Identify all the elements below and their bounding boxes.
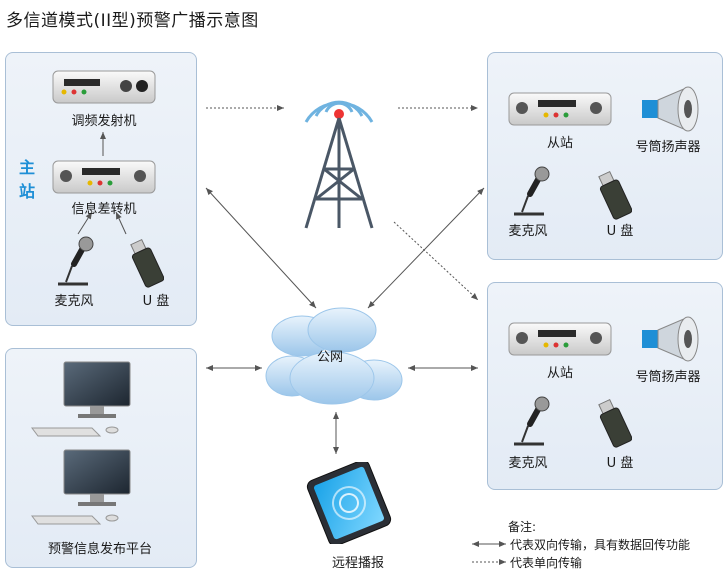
slave-top-usb-icon bbox=[598, 170, 632, 220]
slave-station-top-panel bbox=[487, 52, 723, 260]
converter-device-icon bbox=[52, 160, 156, 194]
main-usb-label: U 盘 bbox=[142, 294, 170, 309]
main-usb-icon bbox=[130, 238, 164, 288]
transmitter-label: 调频发射机 bbox=[71, 114, 137, 129]
slave-bottom-usb-icon bbox=[598, 398, 632, 448]
main-station-char-1: 主 bbox=[18, 158, 35, 177]
slave-bottom-device-icon bbox=[508, 322, 612, 356]
slave-bottom-mic-label: 麦克风 bbox=[508, 456, 548, 471]
arrow-mic-converter bbox=[77, 211, 93, 235]
legend-oneway-text: 代表单向传输 bbox=[510, 556, 583, 570]
arrow-usb-converter bbox=[115, 211, 127, 235]
twoway-line-main-cloud bbox=[205, 187, 317, 309]
broadcast-tower-icon bbox=[304, 100, 374, 229]
slave-bottom-horn-label: 号筒扬声器 bbox=[635, 370, 701, 385]
slave-top-horn-label: 号筒扬声器 bbox=[635, 140, 701, 155]
public-network-label: 公网 bbox=[316, 350, 344, 365]
smartphone-icon bbox=[306, 462, 392, 544]
legend-heading: 备注: bbox=[508, 520, 537, 534]
phone-label: 远程播报 bbox=[331, 556, 385, 571]
main-mic-label: 麦克风 bbox=[54, 294, 94, 309]
slave-top-station-label: 从站 bbox=[546, 136, 574, 151]
slave-top-mic-label: 麦克风 bbox=[508, 224, 548, 239]
public-network-cloud-icon bbox=[265, 307, 403, 405]
legend-twoway-text: 代表双向传输，具有数据回传功能 bbox=[510, 538, 691, 552]
main-mic-icon bbox=[58, 236, 94, 286]
twoway-line-slave-top-cloud bbox=[367, 187, 485, 309]
main-station-side-label: 主 站 bbox=[17, 156, 37, 204]
oneway-line-tower-slave-bottom bbox=[393, 221, 479, 301]
slave-top-horn-icon bbox=[642, 86, 699, 132]
slave-bottom-station-label: 从站 bbox=[546, 366, 574, 381]
platform-label: 预警信息发布平台 bbox=[47, 542, 153, 557]
slave-station-bottom-panel bbox=[487, 282, 723, 490]
slave-top-usb-label: U 盘 bbox=[606, 224, 634, 239]
diagram-title: 多信道模式(II型)预警广播示意图 bbox=[6, 11, 259, 31]
slave-top-mic-icon bbox=[514, 166, 550, 216]
slave-top-device-icon bbox=[508, 92, 612, 126]
computer-2-icon bbox=[31, 449, 131, 525]
slave-bottom-mic-icon bbox=[514, 396, 550, 446]
slave-bottom-horn-icon bbox=[642, 316, 699, 362]
converter-label: 信息差转机 bbox=[71, 202, 137, 217]
main-station-char-2: 站 bbox=[18, 182, 35, 201]
computer-1-icon bbox=[31, 361, 131, 437]
slave-bottom-usb-label: U 盘 bbox=[606, 456, 634, 471]
transmitter-device-icon bbox=[52, 70, 156, 104]
